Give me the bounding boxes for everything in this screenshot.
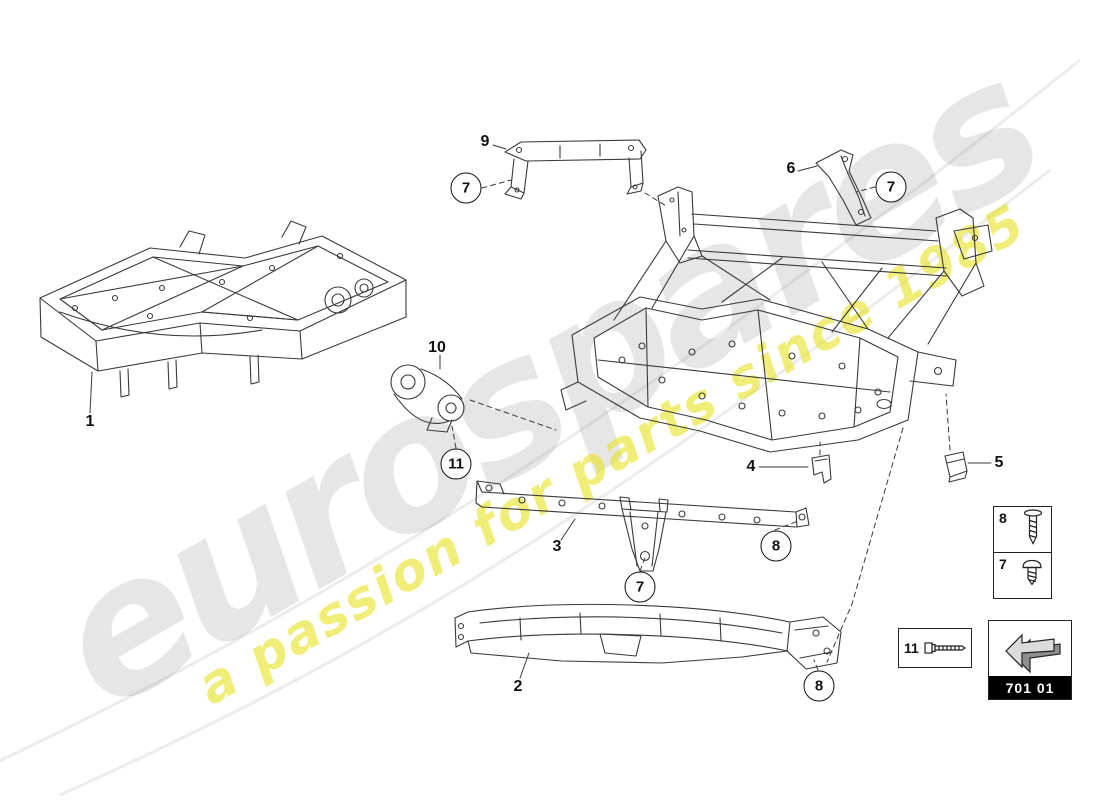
- bracket-9-drawing: [504, 139, 647, 200]
- part-label-4[interactable]: 4: [746, 458, 756, 475]
- part-code: 701 01: [989, 676, 1071, 699]
- callout-8-1[interactable]: 8: [760, 530, 792, 562]
- callout-8-2[interactable]: 8: [803, 670, 835, 702]
- part-code-box[interactable]: 701 01: [988, 620, 1072, 700]
- part-label-10[interactable]: 10: [428, 339, 446, 356]
- leader-lines-dashed: [451, 179, 951, 671]
- bolt-legend-box[interactable]: 11: [898, 628, 972, 668]
- flat-head-screw-icon: [1022, 508, 1044, 551]
- leader-lines-solid: [89, 144, 992, 679]
- fastener-row-8[interactable]: 8: [994, 507, 1051, 553]
- clip-5-drawing: [944, 451, 968, 483]
- front-frame-assembly-drawing: [39, 220, 407, 398]
- link-10-drawing: [390, 364, 465, 433]
- front-beam-2-drawing: [454, 603, 842, 670]
- callout-7-2[interactable]: 7: [875, 171, 907, 203]
- part-label-6[interactable]: 6: [786, 160, 796, 177]
- callout-11[interactable]: 11: [440, 448, 472, 480]
- fastener-label: 8: [999, 510, 1007, 526]
- pan-head-screw-icon: [1020, 558, 1044, 593]
- crossmember-3-drawing: [475, 480, 810, 572]
- callout-7-1[interactable]: 7: [450, 172, 482, 204]
- part-label-2[interactable]: 2: [513, 678, 523, 695]
- clip-4-drawing: [811, 454, 832, 484]
- fastener-row-7[interactable]: 7: [994, 553, 1051, 598]
- part-label-9[interactable]: 9: [480, 133, 490, 150]
- bolt-label: 11: [904, 640, 919, 656]
- callout-7-3[interactable]: 7: [624, 571, 656, 603]
- fastener-legend-box: 8 7: [993, 506, 1052, 599]
- part-label-5[interactable]: 5: [994, 454, 1004, 471]
- arrow-3d-icon: [989, 621, 1071, 676]
- bracket-6-drawing: [815, 149, 872, 226]
- main-frame-drawing: [560, 186, 993, 453]
- fastener-label: 7: [999, 556, 1007, 572]
- hex-bolt-icon: [924, 640, 968, 656]
- part-label-3[interactable]: 3: [552, 538, 562, 555]
- part-label-1[interactable]: 1: [85, 413, 95, 430]
